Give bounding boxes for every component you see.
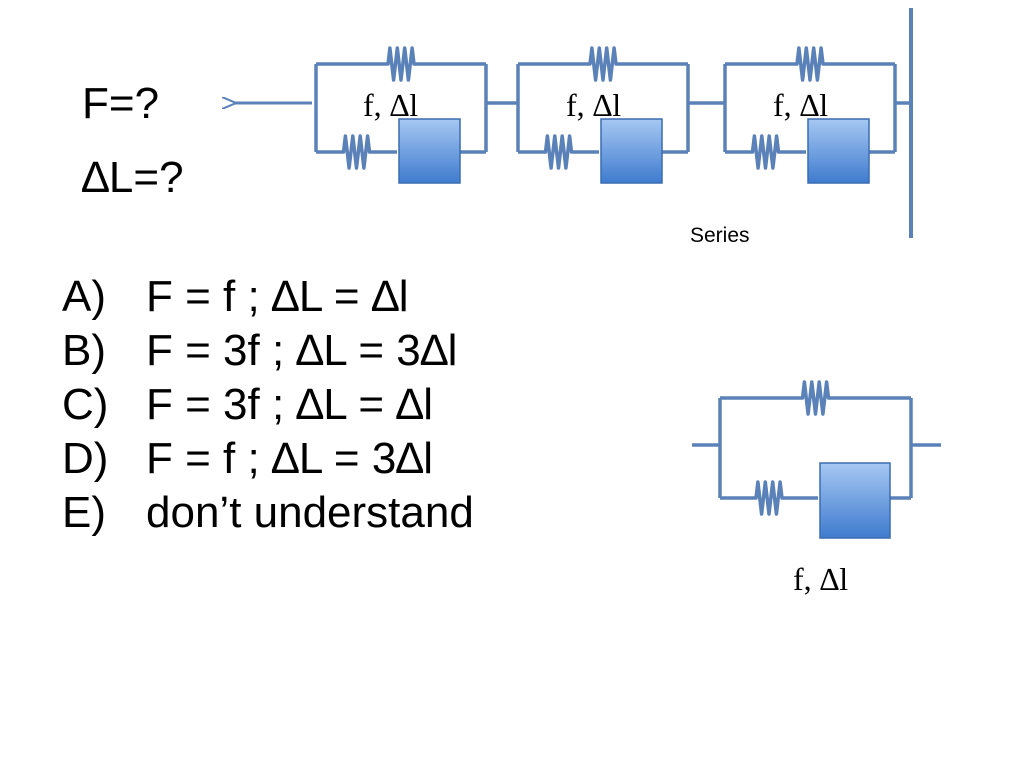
answer-option-c[interactable]: C) F = 3f ; ∆L = ∆l <box>62 378 474 432</box>
option-letter: E) <box>62 488 106 537</box>
option-letter: C) <box>62 380 109 429</box>
answer-option-b[interactable]: B) F = 3f ; ∆L = 3∆l <box>62 324 474 378</box>
series-element-3 <box>723 46 897 184</box>
dashpot-block <box>398 118 461 184</box>
option-letter: B) <box>62 326 106 375</box>
option-letter: D) <box>62 434 109 483</box>
series-element-label-3: f, ∆l <box>773 87 829 123</box>
spring-bottom <box>720 480 818 516</box>
series-element-1 <box>314 46 488 184</box>
spring-top <box>518 46 688 82</box>
series-element-label-2: f, ∆l <box>566 87 622 123</box>
option-text: F = f ; ∆L = 3∆l <box>146 434 433 483</box>
answer-option-e[interactable]: E) don’t understand <box>62 486 474 540</box>
spring-bottom <box>518 134 599 170</box>
answer-options: A) F = f ; ∆L = ∆l B) F = 3f ; ∆L = 3∆l … <box>62 270 474 540</box>
series-element-label-1: f, ∆l <box>363 87 419 123</box>
force-question: F=? <box>82 79 160 128</box>
series-caption: Series <box>690 224 750 247</box>
option-text: F = 3f ; ∆L = ∆l <box>146 380 433 429</box>
series-elements <box>314 46 911 184</box>
single-element-1 <box>718 380 913 539</box>
series-element-2 <box>516 46 690 184</box>
option-text: don’t understand <box>146 488 474 537</box>
option-text: F = f ; ∆L = ∆l <box>146 272 409 321</box>
spring-top <box>725 46 895 82</box>
answer-option-d[interactable]: D) F = f ; ∆L = 3∆l <box>62 432 474 486</box>
dashpot-block <box>819 462 891 539</box>
spring-top <box>720 380 911 416</box>
option-letter: A) <box>62 272 106 321</box>
answer-option-a[interactable]: A) F = f ; ∆L = ∆l <box>62 270 474 324</box>
length-question: ∆L=? <box>82 153 184 202</box>
dashpot-block <box>807 118 870 184</box>
dashpot-block <box>600 118 663 184</box>
spring-bottom <box>316 134 397 170</box>
spring-top <box>316 46 486 82</box>
option-text: F = 3f ; ∆L = 3∆l <box>146 326 458 375</box>
spring-bottom <box>725 134 806 170</box>
single-element-label: f, ∆l <box>793 561 849 597</box>
single-element <box>692 380 941 539</box>
